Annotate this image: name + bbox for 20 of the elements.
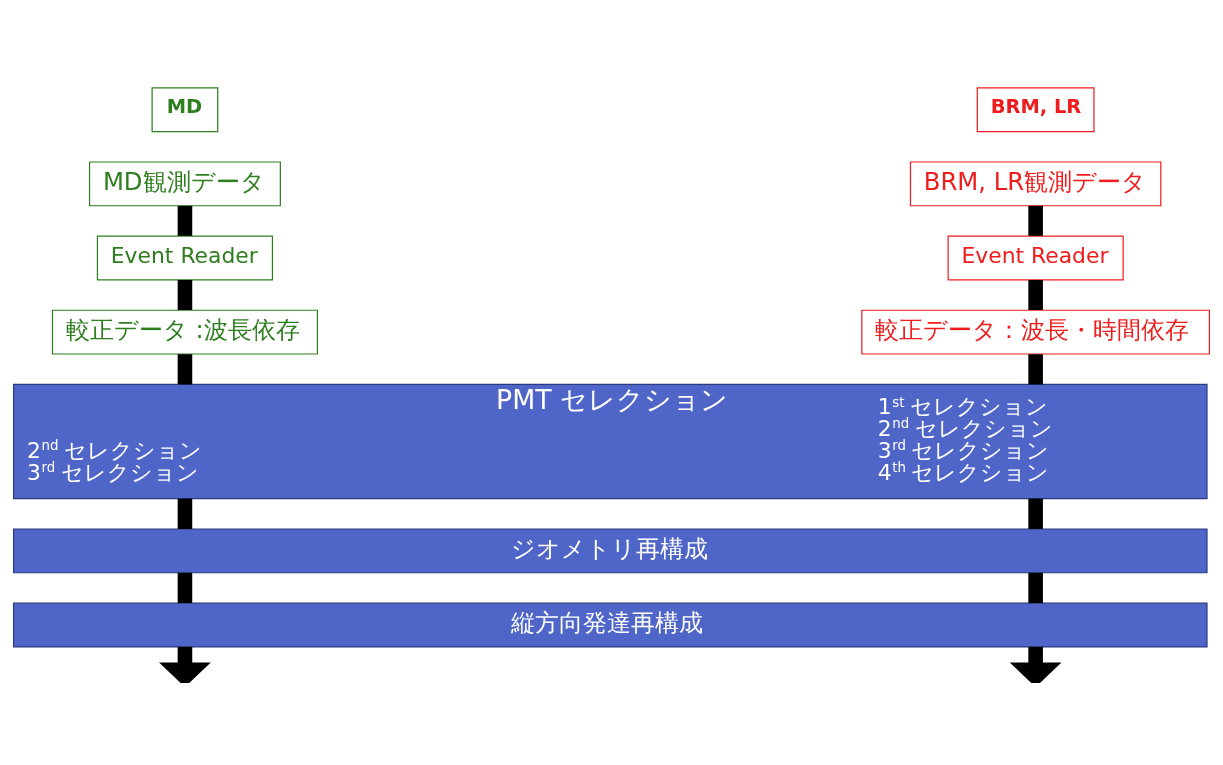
connector <box>1028 279 1043 310</box>
node-box: MD観測データ <box>88 160 281 206</box>
node-box: Event Reader <box>947 235 1124 280</box>
node-box: 較正データ :波長依存 <box>51 309 319 355</box>
node-box: BRM, LR <box>976 86 1095 132</box>
node-box: BRM, LR観測データ <box>909 160 1162 206</box>
connector <box>177 498 193 529</box>
arrow <box>159 646 211 683</box>
connector <box>1028 353 1043 384</box>
connector <box>1028 572 1043 603</box>
node-box: MD <box>151 86 219 132</box>
node-box: Event Reader <box>96 235 274 280</box>
connector <box>177 572 193 603</box>
connector <box>1028 205 1043 236</box>
connector <box>177 279 193 310</box>
connector <box>177 353 193 384</box>
arrow <box>1009 646 1062 683</box>
connector <box>1028 498 1043 529</box>
connector <box>177 205 193 236</box>
node-box: 較正データ：波長・時間依存 <box>861 309 1210 355</box>
